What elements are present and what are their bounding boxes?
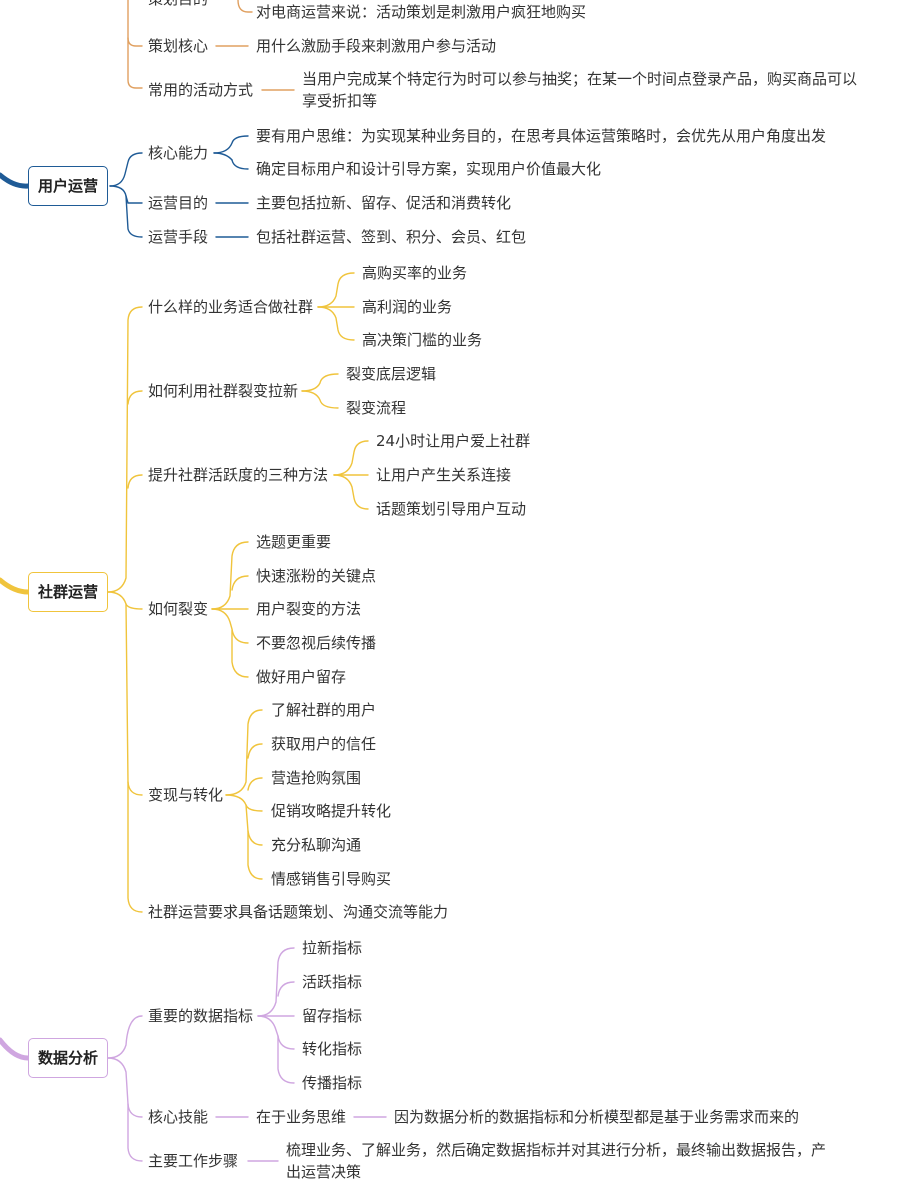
activity-methods-desc: 当用户完成某个特定行为时可以参与抽奖；在某一个时间点登录产品，购买商品可以享受折… <box>302 70 858 110</box>
user-ops-core-ability-item-1: 要有用户思维：为实现某种业务目的，在思考具体运营策略时，会优先从用户角度出发 <box>256 127 827 145</box>
data-connectors <box>107 947 387 1162</box>
user-ops-purpose-desc: 主要包括拉新、留存、促活和消费转化 <box>256 194 512 212</box>
user-ops-node[interactable]: 用户运营 <box>28 166 108 206</box>
community-activity-methods-item-2: 让用户产生关系连接 <box>376 466 512 484</box>
data-steps-desc: 梳理业务、了解业务，然后确定数据指标并对其进行分析，最终输出数据报告，产出运营决… <box>286 1141 827 1181</box>
user-ops-purpose: 运营目的 <box>148 194 209 212</box>
data-skill-reason: 因为数据分析的数据指标和分析模型都是基于业务需求而来的 <box>394 1108 800 1126</box>
activity-methods-label: 常用的活动方式 <box>148 81 254 99</box>
data-metrics-item-3: 留存指标 <box>302 1007 363 1025</box>
community-monetize-item-1: 了解社群的用户 <box>271 701 377 719</box>
community-fission-use-item-2: 裂变流程 <box>346 399 407 417</box>
community-requirement: 社群运营要求具备话题策划、沟通交流等能力 <box>148 903 449 921</box>
community-suitable: 什么样的业务适合做社群 <box>148 298 314 316</box>
data-skill: 核心技能 <box>148 1108 209 1126</box>
user-ops-means: 运营手段 <box>148 228 209 246</box>
community-connectors <box>107 272 369 913</box>
community-node[interactable]: 社群运营 <box>28 572 108 612</box>
community-activity-methods: 提升社群活跃度的三种方法 <box>148 466 329 484</box>
community-main-branch <box>0 577 31 595</box>
community-monetize-item-5: 充分私聊沟通 <box>271 836 362 854</box>
user-ops-core-ability-item-2: 确定目标用户和设计引导方案，实现用户价值最大化 <box>256 160 602 178</box>
data-metrics-item-5: 传播指标 <box>302 1074 363 1092</box>
data-metrics-item-1: 拉新指标 <box>302 939 363 957</box>
user-ops-main-branch <box>0 172 31 189</box>
community-activity-methods-item-1: 24小时让用户爱上社群 <box>376 432 531 450</box>
community-how-fission-item-1: 选题更重要 <box>256 533 332 551</box>
community-suitable-item-2: 高利润的业务 <box>362 298 453 316</box>
community-how-fission-item-5: 做好用户留存 <box>256 668 347 686</box>
community-monetize-item-2: 获取用户的信任 <box>271 735 377 753</box>
user-ops-core-ability: 核心能力 <box>148 144 209 162</box>
activity-purpose-item: 对电商运营来说：活动策划是刺激用户疯狂地购买 <box>256 3 587 21</box>
community-how-fission: 如何裂变 <box>148 600 209 618</box>
data-steps: 主要工作步骤 <box>148 1152 239 1170</box>
community-monetize-item-6: 情感销售引导购买 <box>271 870 392 888</box>
community-monetize: 变现与转化 <box>148 786 224 804</box>
community-monetize-item-4: 促销攻略提升转化 <box>271 802 392 820</box>
data-metrics-item-4: 转化指标 <box>302 1040 363 1058</box>
community-how-fission-item-4: 不要忽视后续传播 <box>256 634 377 652</box>
community-fission-use-item-1: 裂变底层逻辑 <box>346 365 437 383</box>
data-metrics-item-2: 活跃指标 <box>302 973 363 991</box>
community-how-fission-item-2: 快速涨粉的关键点 <box>256 567 377 585</box>
community-monetize-item-3: 营造抢购氛围 <box>271 769 362 787</box>
activity-core-label: 策划核心 <box>148 37 209 55</box>
activity-core-desc: 用什么激励手段来刺激用户参与活动 <box>256 37 497 55</box>
community-how-fission-item-3: 用户裂变的方法 <box>256 600 362 618</box>
activity-connectors <box>127 0 295 91</box>
community-suitable-item-3: 高决策门槛的业务 <box>362 331 483 349</box>
community-suitable-item-1: 高购买率的业务 <box>362 264 468 282</box>
data-skill-desc: 在于业务思维 <box>256 1108 347 1126</box>
community-activity-methods-item-3: 话题策划引导用户互动 <box>376 500 527 518</box>
community-fission-use: 如何利用社群裂变拉新 <box>148 382 299 400</box>
user-ops-connectors <box>109 135 249 238</box>
data-main-branch <box>0 1037 31 1061</box>
data-analysis-node[interactable]: 数据分析 <box>28 1038 108 1078</box>
activity-purpose-label: 策划目的 <box>148 0 208 9</box>
user-ops-means-desc: 包括社群运营、签到、积分、会员、红包 <box>256 228 527 246</box>
data-metrics: 重要的数据指标 <box>148 1007 254 1025</box>
